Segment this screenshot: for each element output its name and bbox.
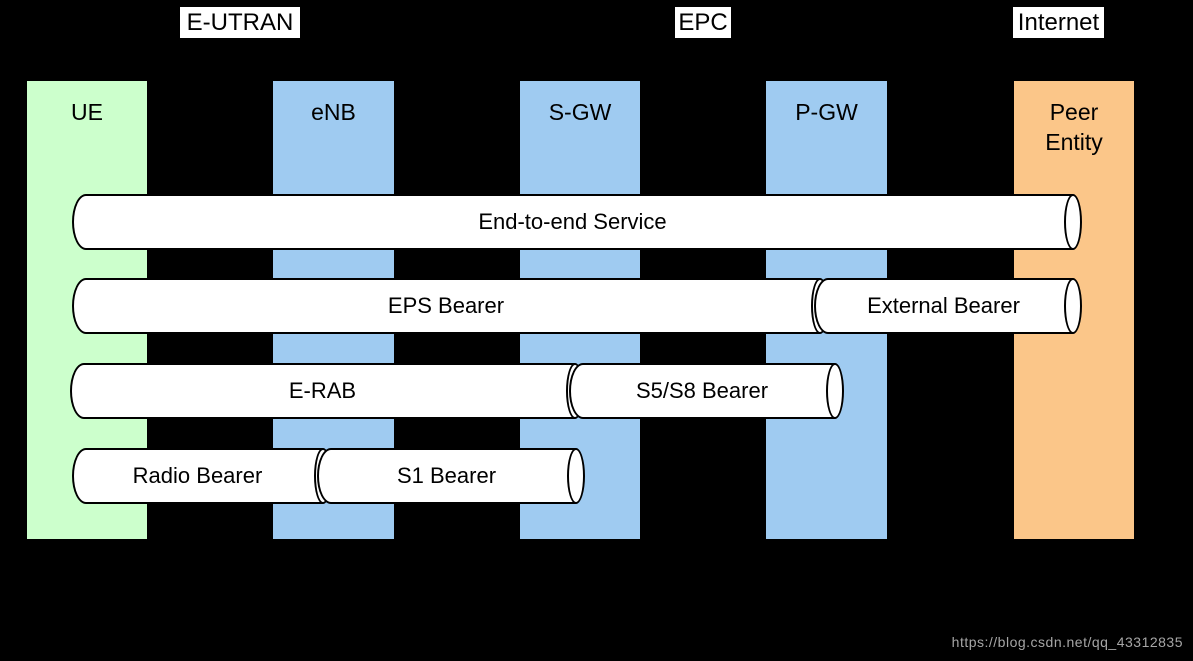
- bearer-cylinder-body: [317, 448, 576, 504]
- bearer-cylinder-body: [72, 448, 323, 504]
- section-label-text: E-UTRAN: [186, 8, 294, 36]
- bearer-label: S1 Bearer: [396, 463, 497, 488]
- bearer-label: Radio Bearer: [132, 463, 263, 488]
- bearer-cylinder-body: [70, 363, 575, 419]
- section-label-epc: EPC: [675, 7, 731, 38]
- bearer-cylinder-body: [72, 194, 1073, 250]
- section-label-eutran: E-UTRAN: [180, 7, 300, 38]
- node-label: eNB: [311, 99, 356, 125]
- section-label-text: Internet: [1017, 8, 1100, 36]
- bearer-end-to-end-service: End-to-end Service: [72, 194, 1082, 250]
- bearer-radio: Radio Bearer: [72, 448, 332, 504]
- node-label: P-GW: [795, 99, 858, 125]
- node-label: Peer Entity: [1045, 99, 1103, 155]
- node-label: UE: [71, 99, 103, 125]
- bearer-cylinder-body: [569, 363, 835, 419]
- bearer-label: EPS Bearer: [387, 293, 505, 318]
- bearer-s1: S1 Bearer: [317, 448, 585, 504]
- bearer-cylinder-endcap: [826, 363, 844, 419]
- bearer-eps: EPS Bearer: [72, 278, 829, 334]
- bearer-s5-s8: S5/S8 Bearer: [569, 363, 844, 419]
- node-label: S-GW: [548, 99, 612, 125]
- section-label-internet: Internet: [1013, 7, 1104, 38]
- watermark-url: https://blog.csdn.net/qq_43312835: [951, 634, 1183, 650]
- bearer-cylinder-endcap: [1064, 278, 1082, 334]
- bearer-cylinder-endcap: [567, 448, 585, 504]
- section-label-text: EPC: [678, 8, 728, 36]
- bearer-erab: E-RAB: [70, 363, 584, 419]
- bearer-cylinder-body: [814, 278, 1073, 334]
- bearer-label: End-to-end Service: [478, 209, 667, 234]
- bearer-external: External Bearer: [814, 278, 1082, 334]
- bearer-cylinder-endcap: [1064, 194, 1082, 250]
- bearer-label: S5/S8 Bearer: [635, 378, 769, 403]
- bearer-cylinder-body: [72, 278, 820, 334]
- bearer-label: E-RAB: [288, 378, 357, 403]
- bearer-label: External Bearer: [867, 293, 1020, 318]
